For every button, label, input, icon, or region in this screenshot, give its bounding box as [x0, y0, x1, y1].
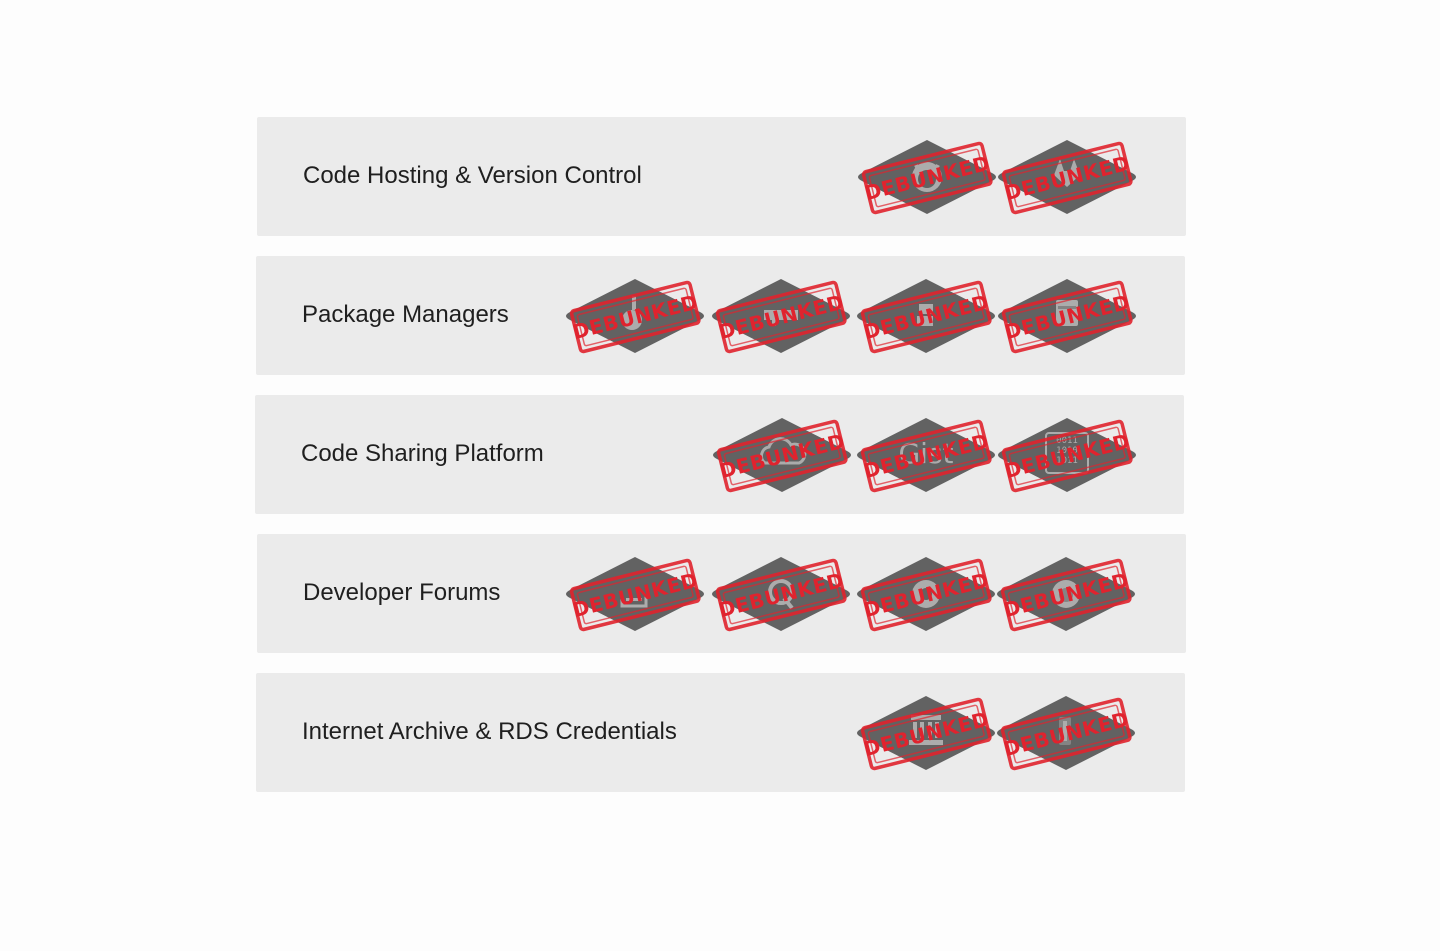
database-key-badge: DEBUNKED: [993, 691, 1139, 775]
box-badge-graphic: DEBUNKED: [998, 279, 1136, 354]
svg-text:Gist: Gist: [898, 437, 953, 470]
diamond-shape: [998, 418, 1136, 492]
quora-badge: DEBUNKED: [708, 552, 854, 636]
row-label: Developer Forums: [303, 579, 501, 606]
chrome-badge-graphic: DEBUNKED: [857, 557, 995, 632]
category-row-developer-forums: Developer Forums DEBUNKED DEBUNKED: [257, 534, 1186, 653]
github-badge-graphic: DEBUNKED: [858, 140, 996, 215]
reddit-badge: DEBUNKED: [993, 552, 1139, 636]
gitlab-icon: [1054, 159, 1080, 187]
reddit-icon: [1052, 580, 1080, 608]
python-badge: DEBUNKED: [853, 274, 999, 358]
gitlab-badge: DEBUNKED: [994, 135, 1140, 219]
npm-icon: [764, 310, 798, 326]
cloud-badge: DEBUNKED: [709, 413, 855, 497]
gist-badge-graphic: Gist DEBUNKED: [857, 418, 995, 493]
box-icon: [1056, 300, 1078, 326]
npm-badge-graphic: DEBUNKED: [712, 279, 850, 354]
cloud-badge-graphic: DEBUNKED: [713, 418, 851, 493]
chrome-badge: DEBUNKED: [853, 552, 999, 636]
category-row-code-hosting: Code Hosting & Version Control DEBUNKED …: [257, 117, 1186, 236]
diamond-shape: [566, 557, 704, 631]
row-label: Internet Archive & RDS Credentials: [302, 718, 677, 745]
quora-icon: [768, 579, 794, 610]
row-label: Package Managers: [302, 301, 509, 328]
category-row-internet-archive: Internet Archive & RDS Credentials DEBUN…: [256, 673, 1185, 792]
binary-code-badge: 0011 1010 1011 DEBUNKED: [994, 413, 1140, 497]
debian-badge: DEBUNKED: [562, 274, 708, 358]
stackoverflow-icon: [620, 596, 648, 608]
npm-badge: DEBUNKED: [708, 274, 854, 358]
package-box-badge: DEBUNKED: [994, 274, 1140, 358]
category-row-package-managers: Package Managers DEBUNKED DEBUNKED DEBUN…: [256, 256, 1185, 375]
github-icon: [912, 162, 942, 192]
stackoverflow-badge-graphic: DEBUNKED: [566, 557, 704, 632]
archive-badge-graphic: DEBUNKED: [857, 696, 995, 771]
svg-text:1011: 1011: [1056, 456, 1078, 466]
internet-archive-badge: DEBUNKED: [853, 691, 999, 775]
binary-badge-graphic: 0011 1010 1011 DEBUNKED: [998, 418, 1136, 493]
diamond-shape: [857, 696, 995, 770]
dbkey-icon: [1059, 717, 1071, 745]
python-icon: [917, 304, 933, 326]
python-badge-graphic: DEBUNKED: [857, 279, 995, 354]
diamond-shape: [857, 418, 995, 492]
svg-text:1010: 1010: [1056, 446, 1078, 456]
quora-badge-graphic: DEBUNKED: [712, 557, 850, 632]
reddit-badge-graphic: DEBUNKED: [997, 557, 1135, 632]
diamond-shape: [713, 418, 851, 492]
row-label: Code Hosting & Version Control: [303, 162, 642, 189]
chrome-icon: [912, 580, 940, 608]
gitlab-badge-graphic: DEBUNKED: [998, 140, 1136, 215]
svg-text:0011: 0011: [1056, 436, 1078, 446]
debian-badge-graphic: DEBUNKED: [566, 279, 704, 354]
diamond-shape: [712, 557, 850, 631]
debian-icon: [622, 296, 642, 330]
gist-badge: Gist DEBUNKED: [853, 413, 999, 497]
gist-icon: Gist: [898, 437, 953, 470]
row-label: Code Sharing Platform: [301, 440, 544, 467]
github-badge: DEBUNKED: [854, 135, 1000, 219]
category-row-code-sharing: Code Sharing Platform DEBUNKED Gist DEBU…: [255, 395, 1184, 514]
dbkey-badge-graphic: DEBUNKED: [997, 696, 1135, 771]
stack-overflow-badge: DEBUNKED: [562, 552, 708, 636]
